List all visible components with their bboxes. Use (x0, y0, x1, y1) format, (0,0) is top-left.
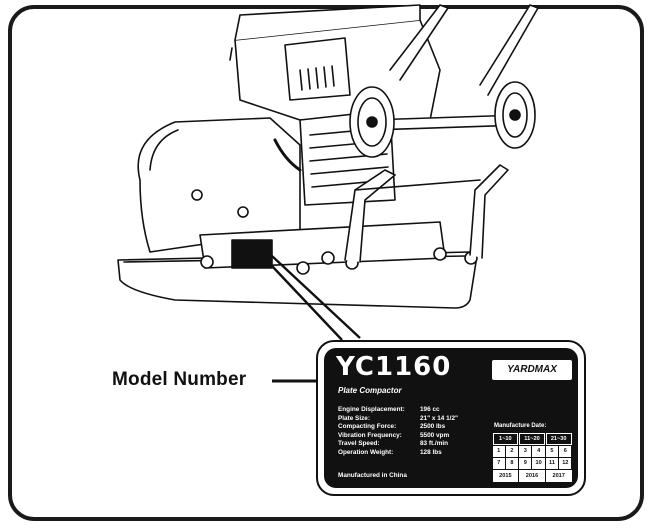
brand-logo: YARDMAX (492, 360, 572, 380)
spec-key: Plate Size: (338, 414, 370, 422)
year-cell: 2015 (492, 469, 519, 482)
spec-key: Compacting Force: (338, 423, 397, 431)
month-cell: 7 (492, 457, 505, 469)
month-cell: 3 (519, 445, 532, 457)
month-cell: 5 (545, 445, 559, 457)
made-in-text: Manufactured in China (338, 472, 407, 479)
spec-key: Operation Weight: (338, 448, 394, 456)
specification-plate-body: YC1160 Plate Compactor YARDMAX Engine Di… (324, 348, 578, 488)
spec-value: 5500 vpm (420, 431, 450, 439)
spec-key: Vibration Frequency: (338, 431, 402, 439)
spec-row: Operation Weight: 128 lbs (338, 449, 490, 458)
manufacture-date-grid: 1~10 11~20 21~30 1 2 3 4 5 6 7 8 9 10 11… (492, 432, 572, 482)
spec-key: Engine Displacement: (338, 406, 405, 413)
month-row: 1 2 3 4 5 6 (492, 445, 572, 457)
model-title: YC1160 (336, 352, 452, 382)
month-cell: 11 (545, 457, 559, 469)
year-cell: 2017 (545, 469, 572, 482)
day-range-row: 1~10 11~20 21~30 (492, 432, 572, 445)
month-cell: 8 (505, 457, 519, 469)
manufacture-date-title: Manufacture Date: (494, 423, 547, 429)
year-cell: 2016 (519, 469, 545, 482)
spec-value: 21" x 14 1/2" (420, 414, 459, 422)
month-cell: 10 (532, 457, 545, 469)
spec-row: Travel Speed: 83 ft./min (338, 440, 490, 449)
month-row: 7 8 9 10 11 12 (492, 457, 572, 469)
model-subtitle: Plate Compactor (338, 386, 402, 395)
month-cell: 2 (505, 445, 519, 457)
illustration-frame (8, 5, 644, 521)
day-range-cell: 11~20 (519, 432, 545, 445)
spec-value: 2500 lbs (420, 423, 446, 431)
month-cell: 4 (532, 445, 545, 457)
spec-value: 196 cc (420, 406, 440, 413)
month-cell: 1 (492, 445, 505, 457)
month-cell: 12 (559, 457, 572, 469)
spec-row: Compacting Force: 2500 lbs (338, 423, 490, 432)
spec-value: 83 ft./min (420, 440, 449, 448)
model-number-label: Model Number (112, 369, 247, 390)
spec-key: Travel Speed: (338, 440, 380, 448)
year-row: 2015 2016 2017 (492, 469, 572, 482)
month-cell: 6 (559, 445, 572, 457)
month-cell: 9 (519, 457, 532, 469)
specification-plate: YC1160 Plate Compactor YARDMAX Engine Di… (316, 340, 586, 496)
day-range-cell: 21~30 (545, 432, 572, 445)
spec-row: Engine Displacement: 196 cc (338, 406, 490, 415)
spec-row: Vibration Frequency: 5500 vpm (338, 432, 490, 441)
spec-row: Plate Size: 21" x 14 1/2" (338, 415, 490, 424)
spec-value: 128 lbs (420, 448, 442, 456)
spec-list: Engine Displacement: 196 cc Plate Size: … (338, 406, 490, 458)
day-range-cell: 1~10 (492, 432, 519, 445)
